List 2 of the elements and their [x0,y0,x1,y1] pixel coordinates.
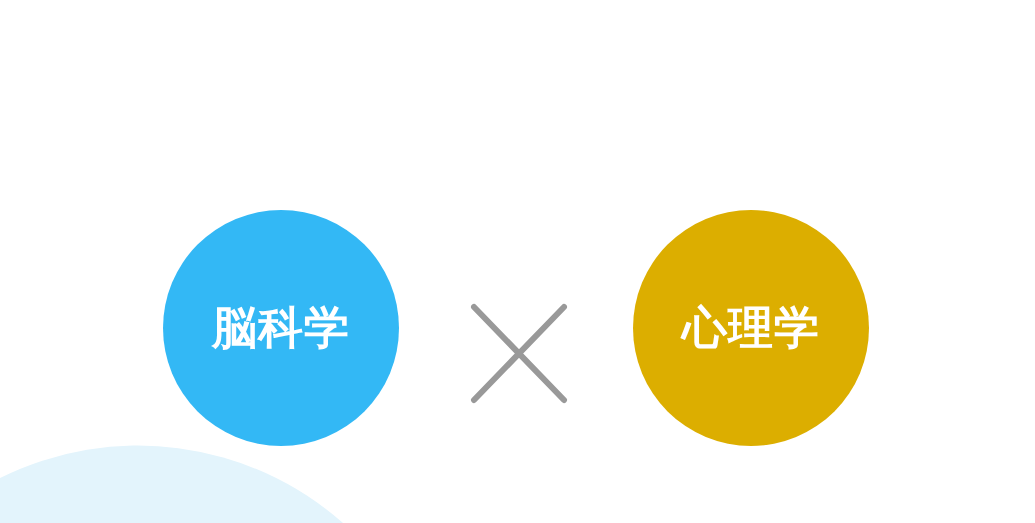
node-label: 心理学 [682,303,820,353]
node-label: 脳科学 [212,303,350,353]
